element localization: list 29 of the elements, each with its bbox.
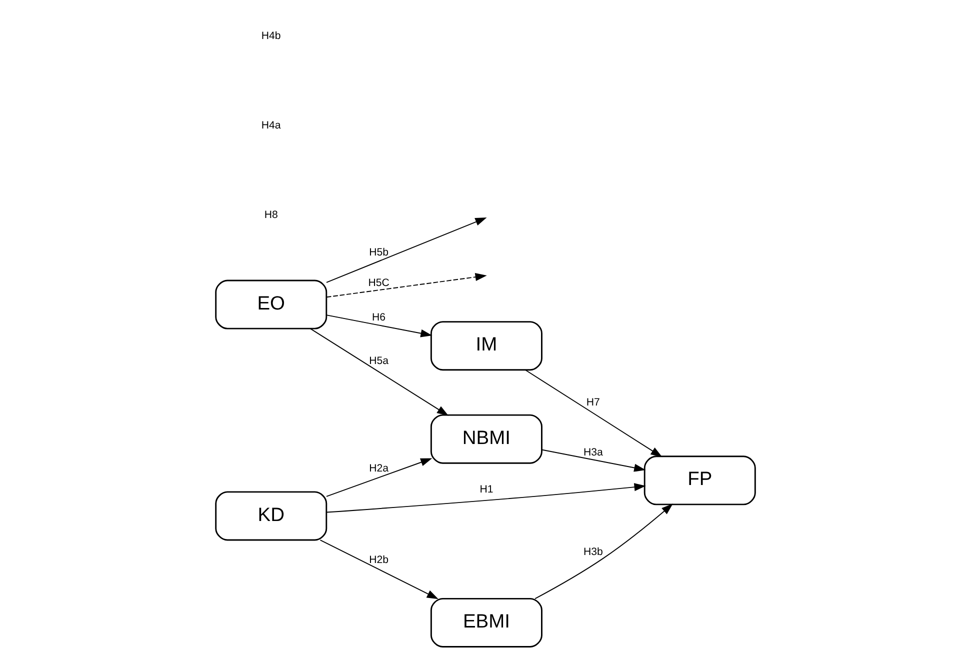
label: H4b (260, 30, 280, 42)
label: H8 (264, 208, 278, 221)
edge-label: H5b (368, 246, 388, 258)
arrow (326, 483, 646, 513)
node-box: NBMI (430, 414, 542, 464)
edge-label: H6 (372, 312, 386, 324)
label: H4a (260, 119, 280, 132)
arrow (326, 217, 486, 283)
arrow (326, 273, 486, 298)
node-box: EO (214, 280, 327, 330)
edge-label: H3b (582, 546, 602, 558)
edge-label: H3a (582, 446, 602, 458)
edge-label: H2b (368, 554, 388, 566)
arrow (524, 369, 662, 458)
arrow (540, 449, 646, 472)
edge-label: H5C (368, 277, 389, 290)
arrow (326, 458, 432, 497)
edge-label: H2a (368, 462, 388, 475)
arrow (534, 504, 672, 600)
arrow (319, 540, 438, 600)
edge-label: H7 (586, 396, 600, 408)
node-box: EBMI (430, 598, 542, 648)
arrow (326, 314, 432, 338)
arrow (309, 328, 448, 416)
node-box: KD (214, 491, 327, 541)
node-box: FP (643, 456, 756, 506)
node-box: IM (430, 321, 542, 371)
edge-label: H1 (479, 484, 493, 496)
edge-label: H5a (368, 354, 388, 367)
